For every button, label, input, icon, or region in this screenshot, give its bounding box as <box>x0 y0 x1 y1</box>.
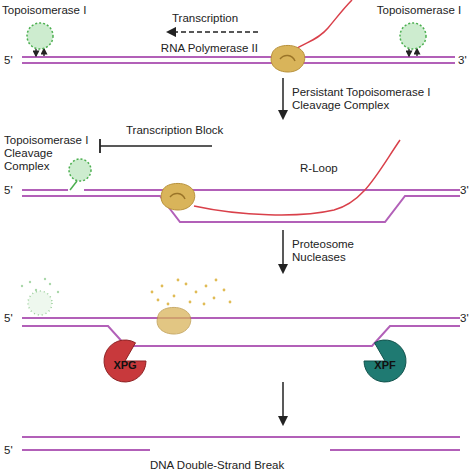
degradation-dots <box>21 278 59 293</box>
process-label: Transcription <box>172 12 238 25</box>
polymerase-shape <box>161 183 195 210</box>
rna-strand <box>194 140 400 215</box>
binding-arrow <box>43 49 44 56</box>
node-heading: Topoisomerase I <box>2 4 82 17</box>
rna-strand <box>294 0 352 50</box>
strand-end: 3' <box>460 312 469 325</box>
degradation-dots <box>151 279 232 306</box>
polymerase-shape <box>271 45 305 72</box>
step-label: Proteosome Nucleases <box>292 238 367 264</box>
nuclease-xpg: XPG <box>102 338 148 384</box>
polymerase-cleft <box>170 193 185 199</box>
degraded-topo <box>28 291 52 315</box>
dna-strand <box>22 317 460 319</box>
step-arrow <box>282 230 284 272</box>
transcription-arrow <box>168 31 258 33</box>
topoisomerase-shape <box>69 159 91 181</box>
polymerase-blob-outline <box>266 44 306 74</box>
topoisomerase-circle: Topoisomerase I <box>2 4 82 54</box>
step-arrow <box>282 382 284 424</box>
topoisomerase-shape <box>400 23 426 49</box>
block-bar <box>99 139 101 153</box>
cleavage-complex: Topoisomerase I Cleavage Complex <box>4 134 104 184</box>
polymerase-shape <box>157 307 191 334</box>
dna-strand <box>22 56 455 58</box>
dna-strand <box>330 449 460 451</box>
strand-end: 3' <box>458 54 467 67</box>
dna-strand <box>84 189 460 191</box>
polymerase-cleft <box>280 55 295 61</box>
strand-end: 5' <box>4 312 13 325</box>
polymerase-blob: RNA Polymerase II <box>266 44 306 74</box>
strand-end: 5' <box>4 444 13 457</box>
structure-label: R-Loop <box>300 162 338 175</box>
step-label: Persistant Topoisomerase I Cleavage Comp… <box>292 86 442 112</box>
strand-end: 3' <box>460 184 469 197</box>
node-label: XPG <box>102 338 148 384</box>
strand-end: 5' <box>4 184 13 197</box>
node-heading: Topoisomerase I Cleavage Complex <box>4 134 100 173</box>
binding-arrow <box>35 49 36 56</box>
degraded-polymerase <box>157 307 191 334</box>
topoisomerase-circle: Topoisomerase I <box>376 4 462 54</box>
covalent-link <box>70 181 77 190</box>
block-line <box>100 145 212 147</box>
dna-strand <box>22 62 455 64</box>
dna-strand <box>22 189 68 191</box>
rna-polymerase <box>161 183 195 210</box>
node-heading: Topoisomerase I <box>376 4 462 17</box>
binding-arrow <box>416 49 417 56</box>
strand-end: 5' <box>4 54 13 67</box>
dna-strand <box>22 196 460 222</box>
node-heading: RNA Polymerase II <box>161 42 258 55</box>
topoisomerase-shape <box>27 23 53 49</box>
result-label: DNA Double-Strand Break <box>150 459 284 472</box>
node-label: XPF <box>362 338 408 384</box>
process-label: Transcription Block <box>126 124 223 137</box>
dna-strand <box>22 436 460 438</box>
binding-arrow <box>408 49 409 56</box>
nuclease-xpf: XPF <box>362 338 408 384</box>
dna-strand <box>22 449 150 451</box>
step-arrow <box>282 78 284 118</box>
